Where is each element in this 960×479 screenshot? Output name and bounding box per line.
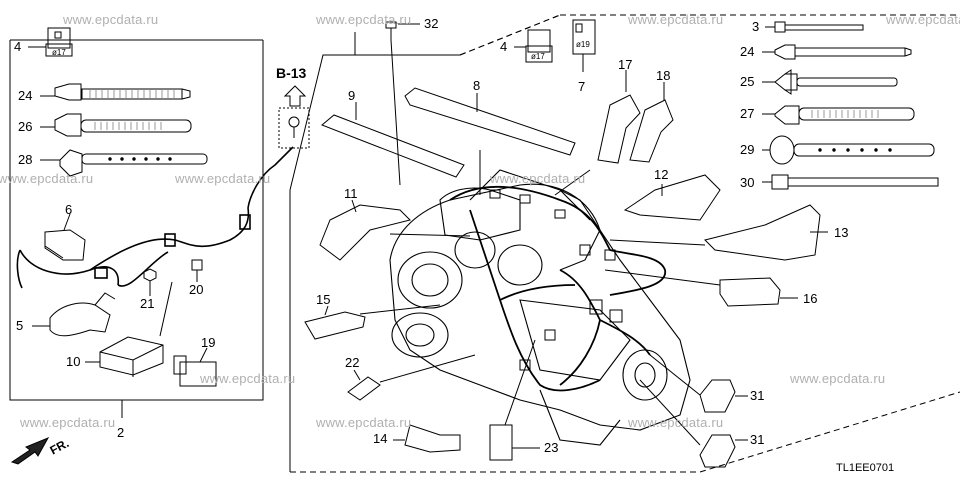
band-part-25 bbox=[762, 69, 898, 95]
callout-24-left: 24 bbox=[18, 88, 33, 103]
watermark: www.epcdata.ru bbox=[63, 12, 159, 27]
part-7-diameter: ø19 bbox=[576, 40, 590, 49]
clip-part-20 bbox=[191, 259, 203, 282]
connector-part-16 bbox=[604, 269, 798, 307]
leader-harness-2 bbox=[159, 281, 173, 337]
leader-32 bbox=[390, 39, 401, 186]
cover-part-10 bbox=[85, 336, 164, 377]
block-reference-label: B-13 bbox=[276, 65, 307, 81]
callout-32: 32 bbox=[424, 16, 439, 31]
clip-part-31-lower bbox=[639, 379, 748, 468]
callout-10: 10 bbox=[66, 354, 81, 369]
part-4-left-diameter: ø17 bbox=[52, 48, 66, 57]
callout-30: 30 bbox=[740, 175, 755, 190]
callout-5: 5 bbox=[16, 318, 24, 333]
connector-part-5 bbox=[32, 292, 116, 337]
engine-block bbox=[389, 169, 691, 446]
callout-23: 23 bbox=[544, 440, 559, 455]
clip-part-7 bbox=[572, 19, 596, 72]
main-harness-wires bbox=[449, 185, 666, 392]
engine-group-frame bbox=[289, 54, 460, 191]
callout-14: 14 bbox=[373, 431, 388, 446]
callout-11: 11 bbox=[344, 186, 358, 201]
cover-part-13 bbox=[609, 204, 828, 261]
callout-3: 3 bbox=[752, 19, 760, 34]
band-part-27 bbox=[762, 105, 915, 125]
part-4-right-diameter: ø17 bbox=[531, 52, 545, 61]
clip-part-31-upper bbox=[649, 354, 748, 413]
subharness-wires bbox=[16, 146, 294, 289]
watermark: www.epcdata.ru bbox=[200, 371, 296, 386]
callout-2: 2 bbox=[117, 425, 125, 440]
callout-6: 6 bbox=[65, 202, 73, 217]
callout-9: 9 bbox=[348, 88, 356, 103]
cover-part-9 bbox=[321, 102, 465, 178]
clip-part-4-right bbox=[514, 29, 553, 63]
bracket-part-22 bbox=[347, 354, 476, 401]
leader-17-18 bbox=[554, 169, 591, 196]
watermark: www.epcdata.ru bbox=[175, 171, 271, 186]
nut-part-21 bbox=[143, 268, 157, 296]
watermark: www.epcdata.ru bbox=[0, 171, 94, 186]
watermark: www.epcdata.ru bbox=[886, 12, 960, 27]
bracket-part-18 bbox=[629, 82, 674, 163]
callout-4-right: 4 bbox=[500, 39, 508, 54]
callout-8: 8 bbox=[473, 78, 481, 93]
callout-18: 18 bbox=[656, 68, 671, 83]
callout-31-lower: 31 bbox=[750, 432, 765, 447]
callout-15: 15 bbox=[316, 292, 331, 307]
watermark: www.epcdata.ru bbox=[20, 415, 116, 430]
bracket-part-15 bbox=[304, 304, 441, 340]
watermark: www.epcdata.ru bbox=[790, 371, 886, 386]
callout-17: 17 bbox=[618, 57, 633, 72]
reference-code: TL1EE0701 bbox=[836, 462, 895, 474]
watermark: www.epcdata.ru bbox=[490, 171, 586, 186]
watermark: www.epcdata.ru bbox=[628, 12, 724, 27]
band-part-26-left bbox=[40, 113, 192, 137]
bracket-part-11 bbox=[319, 199, 471, 261]
band-part-24-right bbox=[762, 44, 912, 60]
callout-21: 21 bbox=[140, 296, 155, 311]
band-part-24-left bbox=[40, 83, 191, 101]
watermark: www.epcdata.ru bbox=[316, 415, 412, 430]
harness-connectors bbox=[489, 189, 623, 371]
band-part-29 bbox=[762, 135, 935, 165]
callout-29: 29 bbox=[740, 142, 755, 157]
left-group-frame bbox=[9, 40, 264, 401]
callout-26: 26 bbox=[18, 119, 33, 134]
clip-part-4-left bbox=[28, 27, 73, 57]
callout-28: 28 bbox=[18, 152, 33, 167]
callout-24-right: 24 bbox=[740, 44, 755, 59]
tie-part-30 bbox=[762, 174, 939, 190]
callout-19: 19 bbox=[201, 335, 216, 350]
frame-right-parts-guide bbox=[459, 14, 561, 56]
callout-16: 16 bbox=[803, 291, 818, 306]
callout-4-left: 4 bbox=[14, 39, 22, 54]
callout-20: 20 bbox=[189, 282, 204, 297]
connector-part-19 bbox=[173, 347, 217, 387]
cover-part-12 bbox=[623, 174, 721, 221]
front-arrow-icon bbox=[10, 436, 50, 465]
bracket-part-14 bbox=[393, 424, 461, 453]
band-part-28-left bbox=[40, 149, 208, 177]
callout-22: 22 bbox=[345, 355, 360, 370]
cover-part-23 bbox=[489, 339, 540, 461]
tie-part-3 bbox=[765, 21, 864, 33]
callout-31-upper: 31 bbox=[750, 388, 765, 403]
callout-25: 25 bbox=[740, 74, 755, 89]
bolt-b13 bbox=[278, 85, 310, 149]
cover-part-6 bbox=[44, 213, 86, 261]
callout-13: 13 bbox=[834, 225, 849, 240]
callout-12: 12 bbox=[654, 167, 669, 182]
cover-part-8 bbox=[404, 87, 576, 156]
callout-7: 7 bbox=[578, 79, 586, 94]
callout-27: 27 bbox=[740, 106, 755, 121]
watermark: www.epcdata.ru bbox=[628, 415, 724, 430]
bracket-part-17 bbox=[597, 70, 641, 164]
bolt-part-32 bbox=[385, 21, 420, 40]
watermark: www.epcdata.ru bbox=[316, 12, 412, 27]
